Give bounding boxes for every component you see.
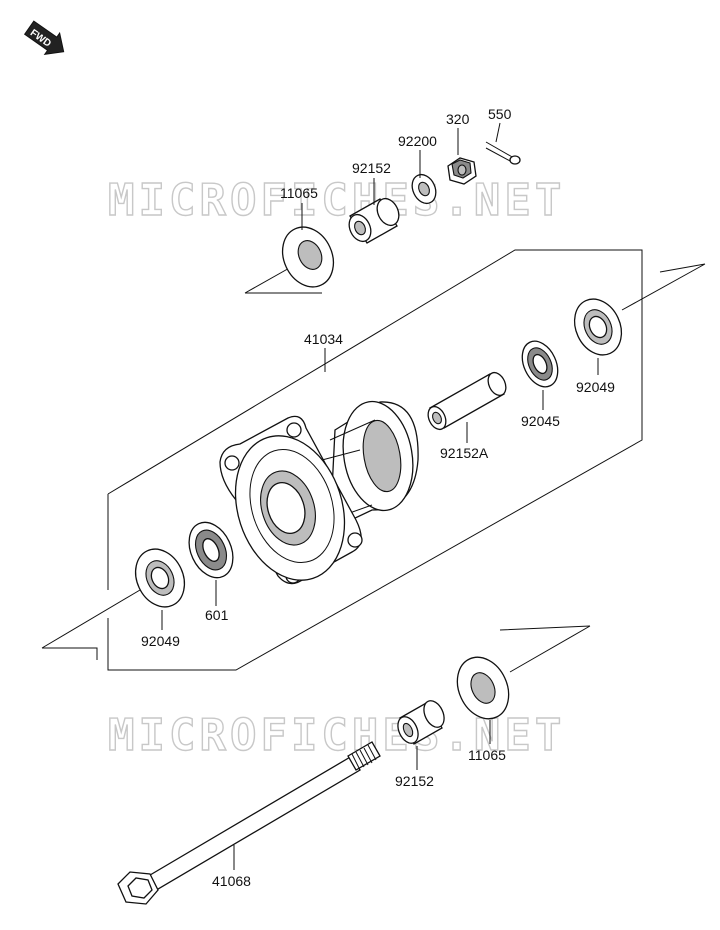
spacer-92152-top[interactable] <box>345 195 403 245</box>
washer-92200[interactable] <box>408 171 441 207</box>
part-label-41034: 41034 <box>304 331 343 347</box>
part-label-92049-left: 92049 <box>141 633 180 649</box>
part-label-11065-bottom: 11065 <box>468 747 506 763</box>
spacer-92152A[interactable] <box>425 370 510 433</box>
part-label-601: 601 <box>205 607 229 623</box>
assembly-box <box>107 249 643 671</box>
bearing-92045[interactable] <box>515 335 564 392</box>
spacer-92152-bottom[interactable] <box>394 698 448 747</box>
part-label-320: 320 <box>446 111 470 127</box>
hub-41034[interactable] <box>218 396 421 595</box>
part-label-92152-top: 92152 <box>352 160 391 176</box>
axis-line-left <box>41 589 141 660</box>
leader-lines <box>161 122 599 870</box>
bearing-601[interactable] <box>181 515 242 584</box>
cotter-pin-550[interactable] <box>485 141 521 165</box>
part-label-92152A: 92152A <box>440 445 489 461</box>
part-label-92152-bottom: 92152 <box>395 773 434 789</box>
part-label-11065-top: 11065 <box>280 185 318 201</box>
seal-92049-left[interactable] <box>126 541 193 615</box>
castle-nut-320[interactable] <box>447 157 477 185</box>
axis-line-right <box>621 263 706 311</box>
axle-41068[interactable] <box>117 741 381 905</box>
part-label-92049-right: 92049 <box>576 379 615 395</box>
part-label-41068: 41068 <box>212 873 251 889</box>
seal-92049-right[interactable] <box>566 291 630 362</box>
part-label-92200: 92200 <box>398 133 437 149</box>
watermark-top: MICROFICHES.NET <box>108 175 565 226</box>
collar-11065-top[interactable] <box>244 219 343 295</box>
collar-11065-bottom[interactable] <box>448 625 591 727</box>
part-label-550: 550 <box>488 106 512 122</box>
fwd-arrow-icon: FWD <box>23 20 65 56</box>
part-label-92045: 92045 <box>521 413 560 429</box>
